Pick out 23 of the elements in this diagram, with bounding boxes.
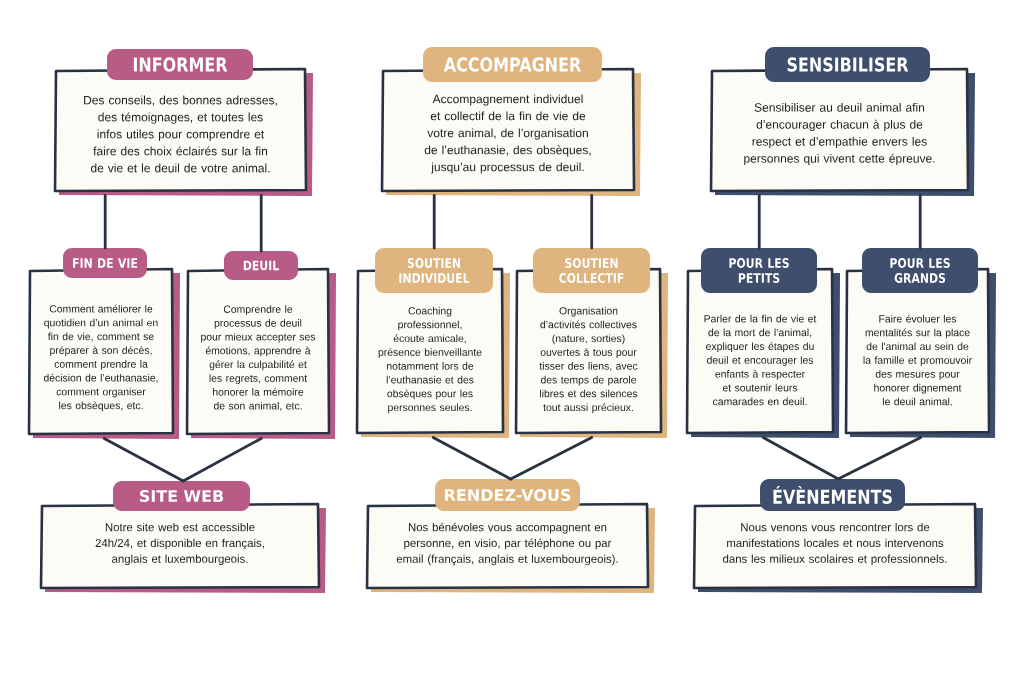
connector-line bbox=[509, 436, 594, 481]
connector-line bbox=[836, 436, 923, 481]
connector-line bbox=[103, 194, 107, 250]
connector-line bbox=[590, 194, 594, 250]
connector-line bbox=[431, 436, 513, 481]
heading-tab: ÉVÈNEMENTS bbox=[760, 479, 905, 511]
connector-line bbox=[102, 437, 185, 483]
heading-tab: POUR LES GRANDS bbox=[862, 248, 978, 293]
heading-tab: SOUTIEN INDIVIDUEL bbox=[375, 248, 493, 293]
heading-tab: SOUTIEN COLLECTIF bbox=[533, 248, 650, 293]
connector-line bbox=[761, 436, 840, 481]
connector-line bbox=[432, 194, 436, 250]
connector-line bbox=[181, 437, 263, 483]
connector-line bbox=[918, 194, 922, 250]
connector-line bbox=[259, 194, 263, 253]
heading-tab: RENDEZ-VOUS bbox=[435, 479, 580, 511]
card: Nos bénévoles vous accompagnent en personne, en visio, par téléphone ou par email (français, anglais et luxembourgeois). bbox=[365, 502, 655, 593]
card: Comment améliorer le quotidien d’un animal en fin de vie, comment se préparer à son décès, comment prendre la décision de l’euthanasie, comment organiser les obsèques, etc. bbox=[27, 267, 180, 439]
heading-tab: FIN DE VIE bbox=[63, 248, 147, 278]
connector-line bbox=[757, 194, 761, 250]
card: Notre site web est accessible 24h/24, et disponible en français, anglais et luxembourgeois. bbox=[39, 502, 326, 593]
heading-tab: SITE WEB bbox=[113, 481, 250, 511]
heading-tab: POUR LES PETITS bbox=[701, 248, 817, 293]
